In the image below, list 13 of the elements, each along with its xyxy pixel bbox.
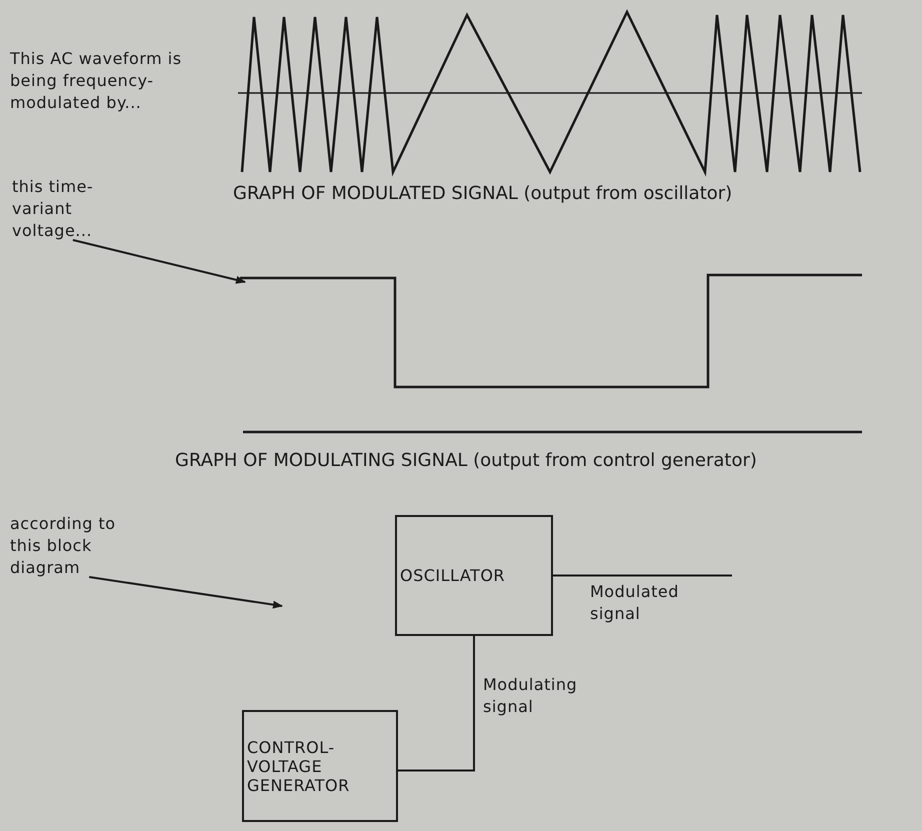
graph-caption: GRAPH OF MODULATING SIGNAL (output from control generator) <box>175 450 757 471</box>
edge-label: Modulating signal <box>483 674 578 718</box>
annotation-text: This AC waveform is being frequency-modulated by... <box>10 48 183 114</box>
graph-caption: GRAPH OF MODULATED SIGNAL (output from oscillator) <box>233 183 732 204</box>
block-box: CONTROL-VOLTAGE GENERATOR <box>242 710 398 822</box>
annotation-text: according to this block diagram <box>10 513 140 579</box>
annotation-text: this time-variant voltage... <box>12 176 152 242</box>
edge-label: Modulated signal <box>590 580 680 624</box>
block-box: OSCILLATOR <box>395 515 553 636</box>
connector-line <box>398 636 475 772</box>
leader-arrow <box>72 239 246 284</box>
leader-arrow <box>89 576 283 609</box>
connector-line <box>553 574 732 576</box>
